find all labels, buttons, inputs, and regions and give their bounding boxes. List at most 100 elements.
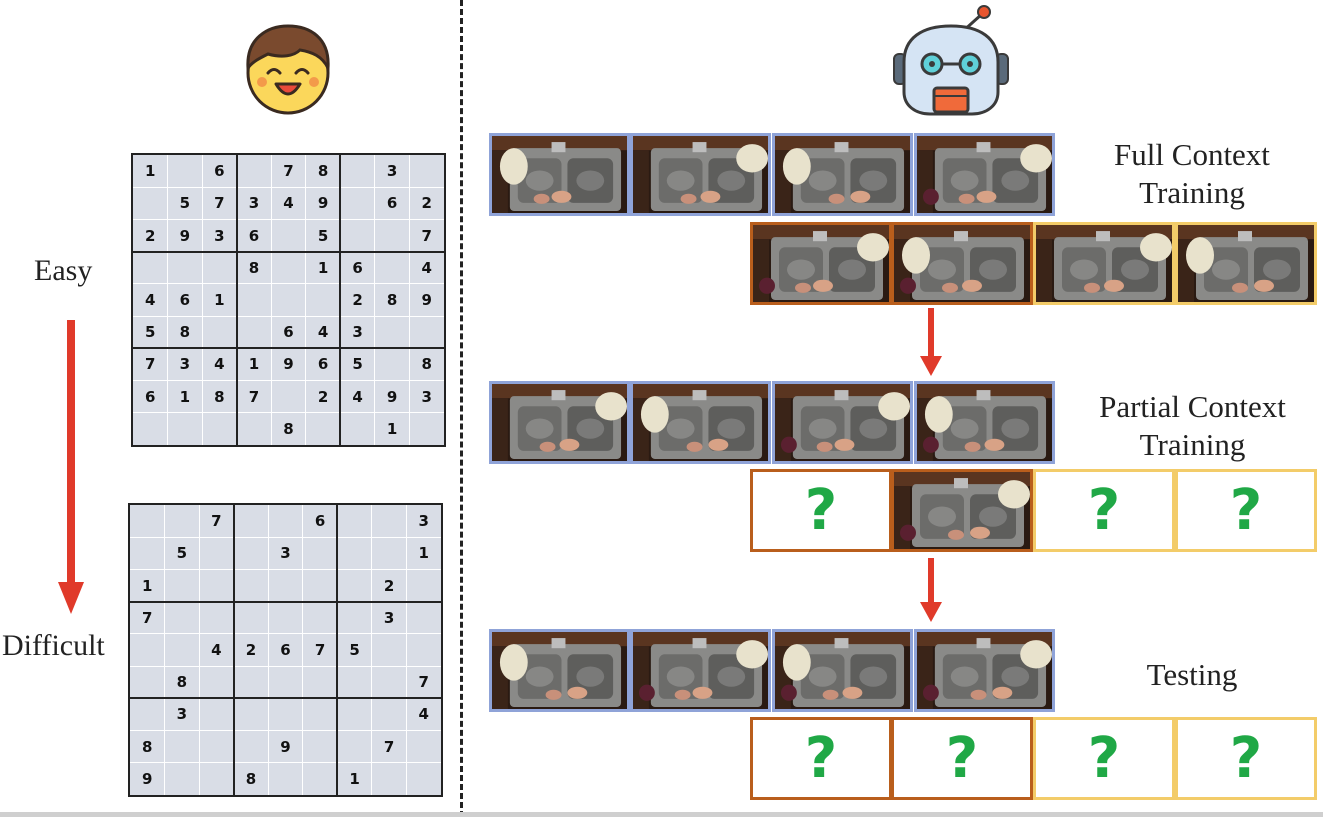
sudoku-cell: 9 bbox=[421, 290, 432, 309]
sudoku-cell: 8 bbox=[245, 769, 257, 788]
sudoku-cell bbox=[202, 316, 237, 348]
sudoku-cell: 8 bbox=[386, 290, 398, 309]
sudoku-cell: 4 bbox=[145, 290, 156, 309]
sudoku-cell: 1 bbox=[349, 769, 360, 788]
sudoku-cell: 1 bbox=[317, 258, 329, 277]
sudoku-cell bbox=[409, 413, 444, 445]
sudoku-cell: 9 bbox=[283, 355, 294, 374]
grid-line bbox=[267, 505, 269, 795]
sudoku-cell bbox=[337, 505, 372, 537]
stage-full-context-label: Full Context Training bbox=[1072, 136, 1312, 212]
grid-line bbox=[167, 155, 169, 445]
stage-arrow-2 bbox=[920, 558, 942, 622]
context-frame bbox=[914, 629, 1055, 712]
grid-line bbox=[133, 218, 444, 220]
sudoku-cell bbox=[340, 187, 375, 219]
sudoku-cell bbox=[130, 537, 165, 569]
sudoku-cell: 1 bbox=[386, 419, 398, 438]
sudoku-cell: 3 bbox=[352, 323, 363, 342]
box-line bbox=[133, 250, 444, 253]
sudoku-cell: 4 bbox=[418, 705, 429, 724]
sudoku-cell bbox=[234, 602, 269, 634]
sudoku-cell: 1 bbox=[248, 355, 260, 374]
sudoku-cell bbox=[372, 666, 407, 698]
difficult-label: Difficult bbox=[2, 629, 105, 662]
context-frame bbox=[489, 629, 630, 712]
sudoku-cell bbox=[199, 666, 234, 698]
stage-partial-context-line-1: Partial Context bbox=[1099, 389, 1286, 424]
sudoku-cell bbox=[234, 698, 269, 730]
sudoku-cell bbox=[372, 537, 407, 569]
context-frame bbox=[489, 381, 630, 464]
sudoku-cell: 3 bbox=[418, 512, 429, 531]
sudoku-cell: 1 bbox=[214, 290, 225, 309]
sudoku-cell bbox=[165, 763, 200, 795]
video-frame-image bbox=[917, 632, 1052, 709]
unknown-frame-question-mark: ? bbox=[1229, 726, 1263, 791]
sudoku-cell: 4 bbox=[352, 387, 363, 406]
grid-line bbox=[133, 283, 444, 285]
easy-label: Easy bbox=[34, 254, 93, 287]
video-frame-image bbox=[775, 384, 910, 461]
sudoku-cell: 2 bbox=[145, 226, 156, 245]
context-frame bbox=[630, 133, 771, 216]
far-future-frame: ? bbox=[1175, 469, 1317, 552]
bottom-border bbox=[0, 812, 1323, 817]
grid-line bbox=[371, 505, 373, 795]
sudoku-cell: 7 bbox=[418, 673, 429, 692]
sudoku-cell: 2 bbox=[421, 194, 432, 213]
sudoku-cell: 8 bbox=[283, 419, 294, 438]
sudoku-cell: 7 bbox=[211, 512, 222, 531]
sudoku-cell bbox=[168, 413, 203, 445]
box-line bbox=[130, 600, 441, 603]
human-face-icon bbox=[246, 24, 330, 115]
box-line bbox=[339, 155, 342, 445]
unknown-frame-question-mark: ? bbox=[1087, 726, 1121, 791]
sudoku-cell bbox=[133, 252, 168, 284]
video-frame-image bbox=[917, 136, 1052, 213]
sudoku-cell: 6 bbox=[280, 640, 291, 659]
grid-line bbox=[408, 155, 410, 445]
stage-partial-context-label: Partial Context Training bbox=[1070, 388, 1315, 464]
sudoku-cell: 1 bbox=[145, 162, 156, 181]
sudoku-cell: 8 bbox=[248, 258, 260, 277]
sudoku-cell: 1 bbox=[142, 576, 153, 595]
sudoku-cell bbox=[168, 155, 203, 187]
sudoku-cell bbox=[406, 731, 441, 763]
sudoku-cell: 9 bbox=[386, 387, 398, 406]
video-frame-image bbox=[633, 632, 768, 709]
sudoku-cell: 3 bbox=[248, 194, 260, 213]
sudoku-cell bbox=[271, 252, 306, 284]
sudoku-cell bbox=[303, 537, 338, 569]
sudoku-cell: 5 bbox=[145, 323, 156, 342]
video-frame-image bbox=[492, 384, 627, 461]
sudoku-cell bbox=[337, 698, 372, 730]
stage-full-context-line-1: Full Context bbox=[1114, 137, 1270, 172]
context-frame bbox=[630, 381, 771, 464]
context-frame bbox=[489, 133, 630, 216]
sudoku-cell: 6 bbox=[283, 323, 294, 342]
grid-line bbox=[133, 315, 444, 317]
sudoku-cell: 7 bbox=[142, 608, 153, 627]
sudoku-cell: 6 bbox=[179, 290, 191, 309]
sudoku-cell: 8 bbox=[214, 387, 225, 406]
unknown-frame-question-mark: ? bbox=[804, 726, 838, 791]
sudoku-cell bbox=[303, 763, 338, 795]
context-frame bbox=[772, 629, 913, 712]
sudoku-cell bbox=[406, 569, 441, 601]
sudoku-cell: 7 bbox=[421, 226, 432, 245]
context-frame bbox=[772, 133, 913, 216]
sudoku-cell: 9 bbox=[280, 737, 291, 756]
sudoku-cell: 8 bbox=[142, 737, 153, 756]
grid-line bbox=[374, 155, 376, 445]
sudoku-cell: 7 bbox=[314, 640, 326, 659]
sudoku-cell bbox=[133, 187, 168, 219]
sudoku-cell: 9 bbox=[317, 194, 329, 213]
sudoku-cell bbox=[340, 155, 375, 187]
context-frame bbox=[630, 629, 771, 712]
near-future-frame bbox=[750, 222, 892, 305]
sudoku-cell: 3 bbox=[280, 544, 291, 563]
sudoku-cell: 1 bbox=[418, 544, 429, 563]
far-future-frame: ? bbox=[1033, 469, 1175, 552]
sudoku-cell: 4 bbox=[211, 640, 222, 659]
